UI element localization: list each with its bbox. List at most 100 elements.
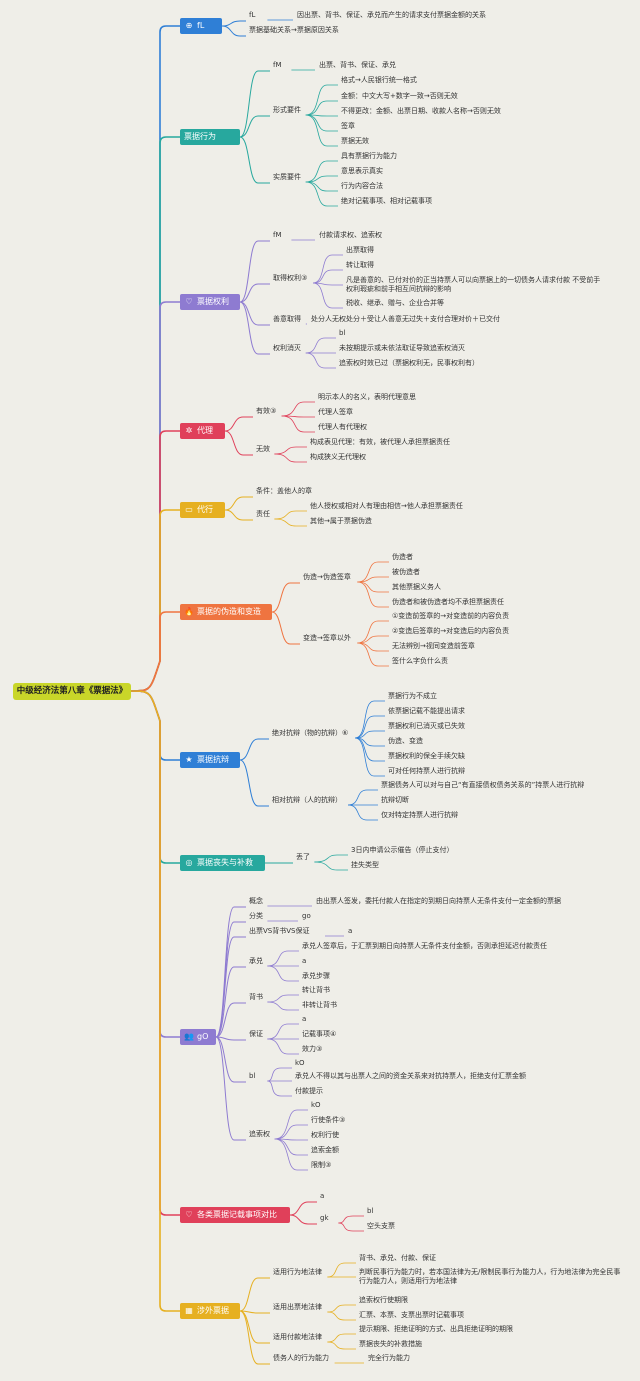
node-t83[interactable]: kO bbox=[295, 1059, 305, 1067]
node-t68[interactable]: go bbox=[302, 912, 311, 920]
node-t10[interactable]: 签章 bbox=[341, 122, 355, 130]
node-t76[interactable]: 转让背书 bbox=[302, 986, 330, 994]
node-t14[interactable]: 意思表示真实 bbox=[341, 167, 383, 175]
node-t8[interactable]: 金额：中文大写+数字一致→否则无效 bbox=[341, 92, 458, 100]
node-t38[interactable]: 责任 bbox=[256, 510, 270, 518]
node-t15[interactable]: 行为内容合法 bbox=[341, 182, 383, 190]
node-t16[interactable]: 绝对记载事项、相对记载事项 bbox=[341, 197, 432, 205]
node-t106[interactable]: 完全行为能力 bbox=[368, 1354, 410, 1362]
node-t27[interactable]: bl bbox=[339, 329, 346, 337]
node-t86[interactable]: 追索权 bbox=[249, 1130, 270, 1138]
node-t12[interactable]: 实质要件 bbox=[273, 173, 301, 181]
node-t99[interactable]: 适用出票地法律 bbox=[273, 1303, 322, 1311]
node-t66[interactable]: 由出票人签发，委托付款人在指定的到期日向持票人无条件支付一定金额的票据 bbox=[316, 897, 561, 905]
node-t48[interactable]: ②变造后签章的→对变造后的内容负责 bbox=[392, 627, 510, 635]
node-t49[interactable]: 无法辨别→视同变造前签章 bbox=[392, 642, 475, 650]
node-t70[interactable]: a bbox=[348, 927, 353, 935]
node-t94[interactable]: bl bbox=[367, 1207, 374, 1215]
node-t33[interactable]: 代理人有代理权 bbox=[318, 423, 367, 431]
node-t56[interactable]: 票据权利的保全手续欠缺 bbox=[388, 752, 465, 760]
node-t101[interactable]: 汇票、本票、支票出票时记载事项 bbox=[359, 1311, 464, 1319]
node-t87[interactable]: kO bbox=[311, 1101, 321, 1109]
node-t64[interactable]: 挂失类型 bbox=[351, 861, 379, 869]
node-t78[interactable]: 保证 bbox=[249, 1030, 263, 1038]
node-t20[interactable]: 出票取得 bbox=[346, 246, 374, 254]
node-t22[interactable]: 凡是善意的、已付对价的正当持票人可以向票据上的一切债务人请求付款 不受前手权利瑕… bbox=[346, 276, 601, 293]
node-t18[interactable]: 付款请求权、追索权 bbox=[319, 231, 382, 239]
node-t28[interactable]: 未按期提示或未依法取证导致追索权消灭 bbox=[339, 344, 465, 352]
branch-node-b10[interactable]: ♡各类票据记载事项对比 bbox=[180, 1207, 290, 1223]
node-t34[interactable]: 无效 bbox=[256, 445, 270, 453]
node-t79[interactable]: a bbox=[302, 1015, 307, 1023]
node-t24[interactable]: 善意取得 bbox=[273, 315, 301, 323]
node-t31[interactable]: 明示本人的名义，表明代理意思 bbox=[318, 393, 416, 401]
node-t82[interactable]: bl bbox=[249, 1072, 256, 1080]
node-t25[interactable]: 处分人无权处分＋受让人善意无过失＋支付合理对价＋已交付 bbox=[311, 315, 500, 323]
node-t46[interactable]: 变造→签章以外 bbox=[303, 634, 351, 642]
node-t98[interactable]: 判断民事行为能力时，若本国法律为无/限制民事行为能力人，行为地法律为完全民事行为… bbox=[359, 1268, 621, 1285]
branch-node-b3[interactable]: ♡票据权利 bbox=[180, 294, 240, 310]
node-t80[interactable]: 记载事项④ bbox=[302, 1030, 337, 1038]
node-t88[interactable]: 行使条件③ bbox=[311, 1116, 346, 1124]
node-t59[interactable]: 票据债务人可以对与自己“有直接债权债务关系的”持票人进行抗辩 bbox=[381, 781, 585, 789]
node-t40[interactable]: 其他→属于票据伪造 bbox=[310, 517, 372, 525]
node-t7[interactable]: 格式→人民银行统一格式 bbox=[341, 76, 417, 84]
root-node[interactable]: 中级经济法第八章《票据法》 bbox=[13, 683, 131, 700]
branch-node-b2[interactable]: 票据行为 bbox=[180, 129, 240, 145]
node-t9[interactable]: 不得更改：金额、出票日期、收款人名称→否则无效 bbox=[341, 107, 501, 115]
branch-node-b5[interactable]: ▭代行 bbox=[180, 502, 225, 518]
node-t92[interactable]: a bbox=[320, 1192, 325, 1200]
node-t71[interactable]: 承兑 bbox=[249, 957, 263, 965]
node-t37[interactable]: 条件：盖他人的章 bbox=[256, 487, 312, 495]
node-t90[interactable]: 追索金额 bbox=[311, 1146, 339, 1154]
branch-node-b11[interactable]: ▦涉外票据 bbox=[180, 1303, 240, 1319]
branch-node-b9[interactable]: 👥gO bbox=[180, 1029, 216, 1045]
node-t62[interactable]: 丢了 bbox=[296, 853, 310, 861]
node-t32[interactable]: 代理人签章 bbox=[318, 408, 353, 416]
node-t58[interactable]: 相对抗辩（人的抗辩） bbox=[272, 796, 342, 804]
node-t81[interactable]: 效力③ bbox=[302, 1045, 323, 1053]
node-t1[interactable]: fL bbox=[249, 11, 256, 19]
node-t29[interactable]: 追索权时效已过（票据权利无，民事权利有） bbox=[339, 359, 479, 367]
node-t85[interactable]: 付款提示 bbox=[295, 1087, 323, 1095]
node-t30[interactable]: 有效③ bbox=[256, 407, 277, 415]
node-t95[interactable]: 空头支票 bbox=[367, 1222, 395, 1230]
node-t96[interactable]: 适用行为地法律 bbox=[273, 1268, 322, 1276]
node-t4[interactable]: fM bbox=[273, 61, 282, 69]
branch-node-b7[interactable]: ★票据抗辩 bbox=[180, 752, 240, 768]
node-t51[interactable]: 绝对抗辩（物的抗辩）⑥ bbox=[272, 729, 349, 737]
node-t36[interactable]: 构成狭义无代理权 bbox=[310, 453, 366, 461]
node-t65[interactable]: 概念 bbox=[249, 897, 263, 905]
node-t43[interactable]: 被伪造者 bbox=[392, 568, 420, 576]
node-t89[interactable]: 权利行使 bbox=[311, 1131, 339, 1139]
node-t47[interactable]: ①变造前签章的→对变造前的内容负责 bbox=[392, 612, 510, 620]
node-t69[interactable]: 出票VS背书VS保证 bbox=[249, 927, 310, 935]
node-t55[interactable]: 伪造、变造 bbox=[388, 737, 423, 745]
node-t44[interactable]: 其他票据义务人 bbox=[392, 583, 441, 591]
node-t5[interactable]: 出票、背书、保证、承兑 bbox=[319, 61, 396, 69]
node-t50[interactable]: 签什么字负什么责 bbox=[392, 657, 448, 665]
node-t73[interactable]: a bbox=[302, 957, 307, 965]
node-t41[interactable]: 伪造→伪造签章 bbox=[303, 573, 351, 581]
node-t100[interactable]: 追索权行使期限 bbox=[359, 1296, 408, 1304]
node-t97[interactable]: 背书、承兑、付款、保证 bbox=[359, 1254, 436, 1262]
branch-node-b8[interactable]: ◎票据丧失与补救 bbox=[180, 855, 265, 871]
node-t77[interactable]: 非转让背书 bbox=[302, 1001, 337, 1009]
node-t75[interactable]: 背书 bbox=[249, 993, 263, 1001]
node-t63[interactable]: 3日内申请公示催告（停止支付） bbox=[351, 846, 454, 854]
branch-node-b4[interactable]: ✲代理 bbox=[180, 423, 225, 439]
node-t21[interactable]: 转让取得 bbox=[346, 261, 374, 269]
node-t19[interactable]: 取得权利③ bbox=[273, 274, 308, 282]
node-t105[interactable]: 债务人的行为能力 bbox=[273, 1354, 329, 1362]
node-t17[interactable]: fM bbox=[273, 231, 282, 239]
node-t45[interactable]: 伪造者和被伪造者均不承担票据责任 bbox=[392, 598, 504, 606]
node-t54[interactable]: 票据权利已消灭或已失效 bbox=[388, 722, 465, 730]
node-t23[interactable]: 税收、继承、赠与、企业合并等 bbox=[346, 299, 444, 307]
node-t39[interactable]: 他人授权或相对人有理由相信→他人承担票据责任 bbox=[310, 502, 463, 510]
node-t2[interactable]: 因出票、背书、保证、承兑而产生的请求支付票据金额的关系 bbox=[297, 11, 486, 19]
node-t42[interactable]: 伪造者 bbox=[392, 553, 413, 561]
node-t11[interactable]: 票据无效 bbox=[341, 137, 369, 145]
node-t52[interactable]: 票据行为不成立 bbox=[388, 692, 437, 700]
branch-node-b6[interactable]: 🔥票据的伪造和变造 bbox=[180, 604, 272, 620]
node-t72[interactable]: 承兑人签章后，于汇票到期日向持票人无条件支付金额，否则承担延迟付款责任 bbox=[302, 942, 547, 950]
